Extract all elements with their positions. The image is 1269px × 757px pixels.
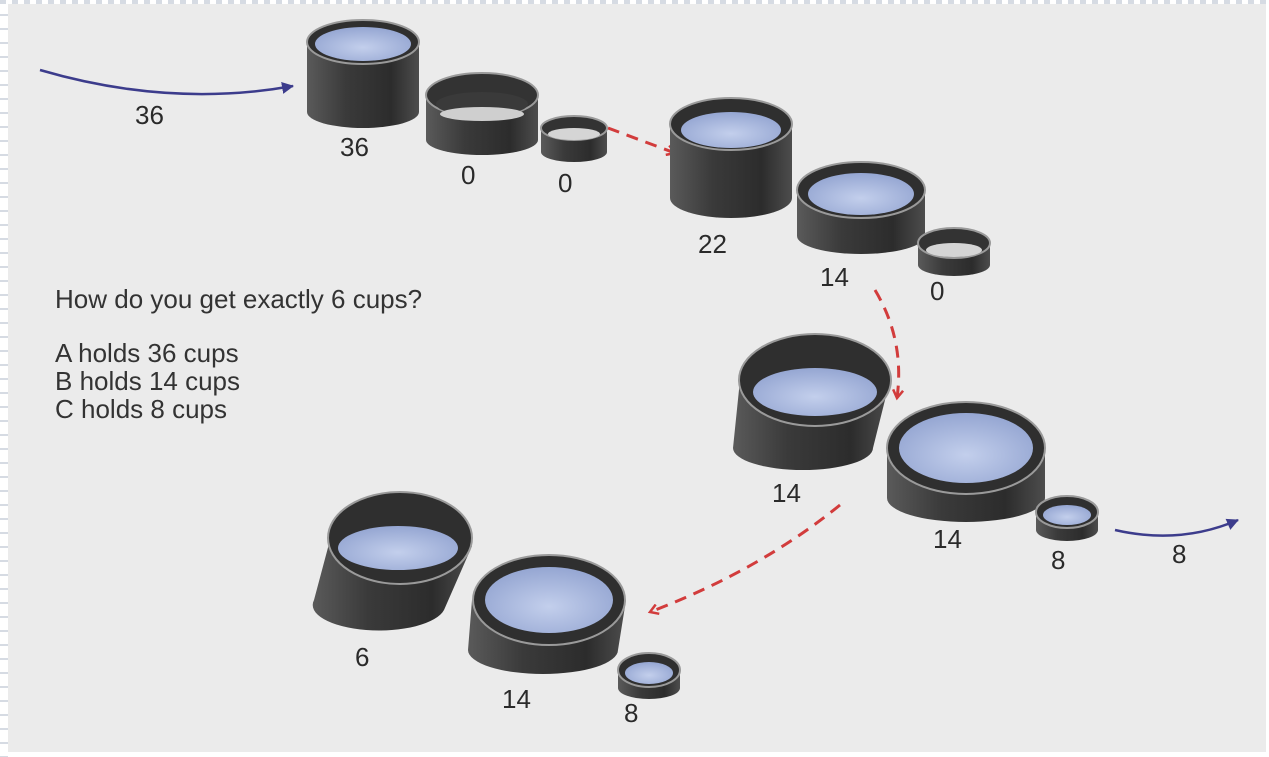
output-arrow [1114,518,1239,537]
state-4-bucket-c-label: 8 [624,698,638,728]
state-4-bucket-a-label: 6 [355,642,369,672]
puzzle-text: How do you get exactly 6 cups? A holds 3… [55,285,422,423]
state-1-bucket-c-label: 0 [558,168,572,198]
state-1-bucket-a-label: 36 [340,132,369,162]
state-3-bucket-b-label: 14 [933,524,962,554]
bucket-a-state-1 [306,19,420,128]
capacity-line-a: A holds 36 cups [55,338,239,368]
bucket-c-state-4 [617,652,681,699]
capacity-line-b: B holds 14 cups [55,366,241,396]
state-1-bucket-b-label: 0 [461,160,475,190]
bucket-b-state-4 [468,554,626,674]
bucket-a-state-4 [312,491,473,631]
output-amount-label: 8 [1172,539,1186,569]
state-4-bucket-b-label: 14 [502,684,531,714]
bucket-b-state-3 [886,401,1046,522]
bucket-c-state-3 [1035,495,1099,541]
left-border [0,0,8,757]
capacity-line-c: C holds 8 cups [55,394,227,424]
pour-arrow-1 [607,126,675,153]
bucket-c-state-1 [540,115,608,162]
state-2-bucket-b-label: 14 [820,262,849,292]
bucket-b-state-1 [425,72,539,155]
input-amount-label: 36 [135,100,164,130]
bucket-c-state-2 [917,227,991,276]
pour-arrow-2 [873,289,899,398]
state-3-bucket-c-label: 8 [1051,545,1065,575]
state-2-bucket-c-label: 0 [930,276,944,306]
pour-arrow-3 [650,503,841,612]
question-text: How do you get exactly 6 cups? [55,284,423,314]
bucket-a-state-3 [733,333,892,470]
bucket-a-state-2 [669,97,793,218]
bucket-b-state-2 [796,161,926,254]
state-3-bucket-a-label: 14 [772,478,801,508]
state-2-bucket-a-label: 22 [698,229,727,259]
input-arrow [39,68,294,96]
diagram-background [8,4,1266,752]
top-border [0,0,1269,4]
